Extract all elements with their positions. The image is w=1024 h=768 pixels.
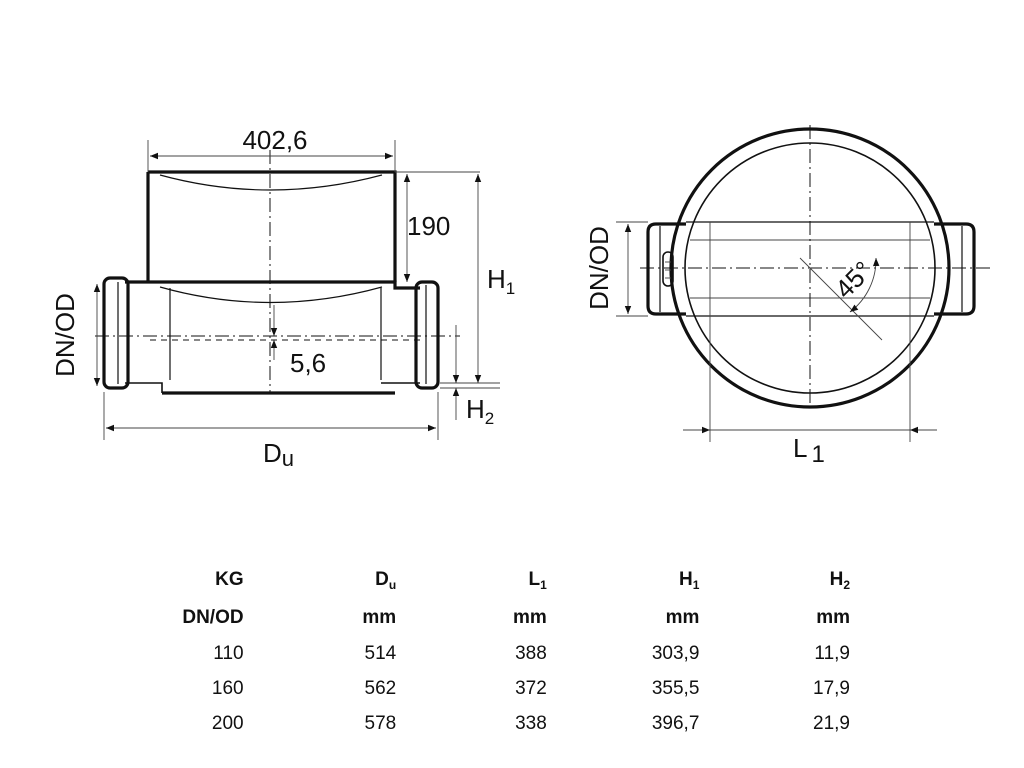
header-kg: KG: [215, 569, 244, 590]
table-header-row-2: DN/OD mm mm mm mm: [150, 599, 850, 636]
technical-drawing: 402,6 190 H1 H2 5,6 DN/OD Du: [50, 125, 990, 471]
cell-h1: 303,9: [651, 642, 700, 664]
table-row: 160 562 372 355,5 17,9: [150, 671, 850, 706]
side-view: 402,6 190 H1 H2 5,6 DN/OD Du: [50, 125, 515, 471]
label-angle: 45°: [829, 255, 878, 304]
cell-kg: 160: [211, 677, 244, 699]
header-unit-du: mm: [362, 606, 397, 628]
body-outline: [125, 280, 420, 395]
cell-l1: 388: [515, 642, 547, 664]
body-bottom-step: [125, 382, 420, 393]
cell-du: 578: [364, 712, 397, 734]
cell-h1: 396,7: [651, 712, 700, 734]
dimensions-table-container: KG Du L1 H1 H2 DN/OD mm mm mm mm 110 514…: [150, 562, 850, 741]
left-spigot-outer: [102, 276, 130, 390]
table-row: 110 514 388 303,9 11,9: [150, 636, 850, 671]
header-unit-h2: mm: [816, 606, 850, 628]
label-offset: 5,6: [290, 348, 326, 378]
cell-h2: 17,9: [813, 677, 850, 699]
riser-inner-curve: [159, 174, 383, 191]
label-riser-height: 190: [407, 211, 450, 241]
dimensions-table: KG Du L1 H1 H2 DN/OD mm mm mm mm 110 514…: [150, 562, 850, 741]
table-row: 200 578 338 396,7 21,9: [150, 706, 850, 741]
label-dn-od-top: DN/OD: [584, 226, 614, 310]
right-spigot-outer: [414, 280, 440, 390]
header-unit-h1: mm: [665, 606, 700, 628]
label-h2: H2: [466, 394, 494, 428]
header-l1: L1: [528, 569, 547, 592]
header-unit-dn-od: DN/OD: [182, 606, 244, 628]
top-right-spigot: [934, 222, 976, 316]
cell-kg: 110: [213, 642, 244, 664]
cell-kg: 200: [211, 712, 244, 734]
header-du: Du: [375, 569, 397, 592]
cell-h2: 21,9: [813, 712, 850, 734]
cell-l1: 338: [515, 712, 547, 734]
header-h2: H2: [829, 569, 850, 592]
body-inner-curve: [159, 286, 383, 304]
label-du: Du: [263, 438, 294, 471]
header-unit-l1: mm: [512, 606, 547, 628]
riser-outline: [146, 170, 397, 282]
label-h1: H1: [487, 264, 515, 298]
cell-h1: 355,5: [651, 677, 700, 699]
label-top-width: 402,6: [242, 125, 307, 155]
top-left-spigot: [646, 222, 686, 316]
cell-h2: 11,9: [814, 642, 850, 664]
seal-marker: [662, 251, 674, 287]
cell-du: 562: [364, 677, 397, 699]
angle-line: [799, 257, 883, 341]
header-h1: H1: [678, 569, 700, 592]
label-dn-od-side: DN/OD: [50, 293, 80, 377]
angle-arc: [849, 257, 880, 313]
cell-l1: 372: [515, 677, 547, 699]
table-header-row-1: KG Du L1 H1 H2: [150, 562, 850, 599]
cell-du: 514: [364, 642, 397, 664]
